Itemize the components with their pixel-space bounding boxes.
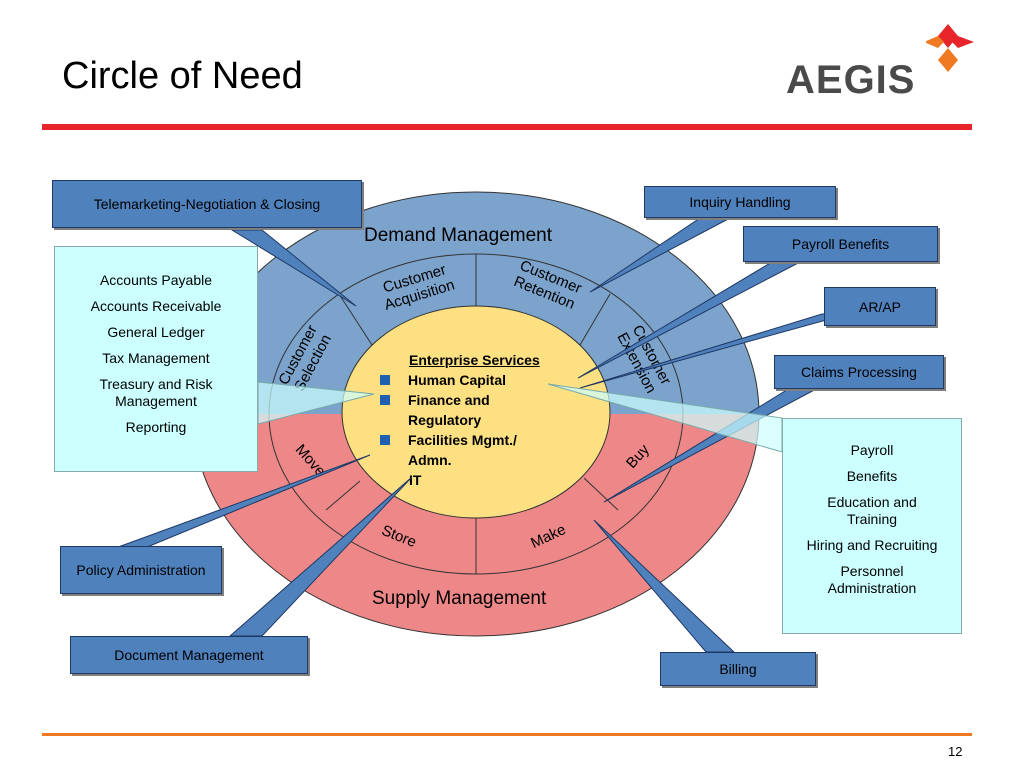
- list-item: Personnel Administration: [827, 563, 917, 596]
- finance-panel: Accounts Payable Accounts Receivable Gen…: [54, 246, 258, 472]
- list-item: Tax Management: [102, 350, 210, 366]
- callout-inquiry-handling: Inquiry Handling: [644, 186, 836, 218]
- demand-management-label: Demand Management: [364, 225, 552, 246]
- list-item: General Ledger: [107, 324, 205, 340]
- callout-arap: AR/AP: [824, 287, 936, 326]
- list-item: Education and Training: [827, 494, 917, 527]
- list-item: Accounts Payable: [99, 272, 213, 288]
- enterprise-services-header: Enterprise Services: [409, 352, 540, 368]
- list-item: Human Capital: [380, 370, 550, 390]
- list-item: Treasury and Risk Management: [99, 376, 213, 409]
- list-item: Hiring and Recruiting: [806, 537, 938, 553]
- callout-billing: Billing: [660, 652, 816, 686]
- footer-divider: [42, 733, 972, 736]
- aegis-logo: AEGIS: [786, 24, 986, 102]
- logo-plus-icon: [926, 24, 974, 72]
- list-item: Accounts Receivable: [90, 298, 222, 314]
- list-item: Payroll: [850, 442, 894, 458]
- square-bullet-icon: [380, 375, 390, 385]
- square-bullet-icon: [380, 435, 390, 445]
- list-item: Benefits: [846, 468, 898, 484]
- callout-document-management: Document Management: [70, 636, 308, 674]
- list-item: Reporting: [125, 419, 187, 435]
- callout-policy-administration: Policy Administration: [60, 546, 222, 594]
- callout-telemarketing: Telemarketing-Negotiation & Closing: [52, 180, 362, 228]
- list-item: Finance and Regulatory: [380, 390, 550, 430]
- hr-panel: Payroll Benefits Education and Training …: [782, 418, 962, 634]
- supply-management-label: Supply Management: [372, 588, 547, 609]
- callout-claims-processing: Claims Processing: [774, 355, 944, 389]
- slide-title: Circle of Need: [62, 55, 303, 97]
- page-number: 12: [948, 744, 963, 759]
- logo-text: AEGIS: [786, 58, 916, 102]
- callout-payroll-benefits: Payroll Benefits: [743, 226, 938, 262]
- list-item-it: IT: [409, 472, 422, 488]
- square-bullet-icon: [380, 395, 390, 405]
- title-divider: [42, 124, 972, 130]
- list-item: Facilities Mgmt./ Admn.: [380, 430, 550, 470]
- enterprise-services-list: Enterprise Services Human Capital Financ…: [380, 351, 550, 490]
